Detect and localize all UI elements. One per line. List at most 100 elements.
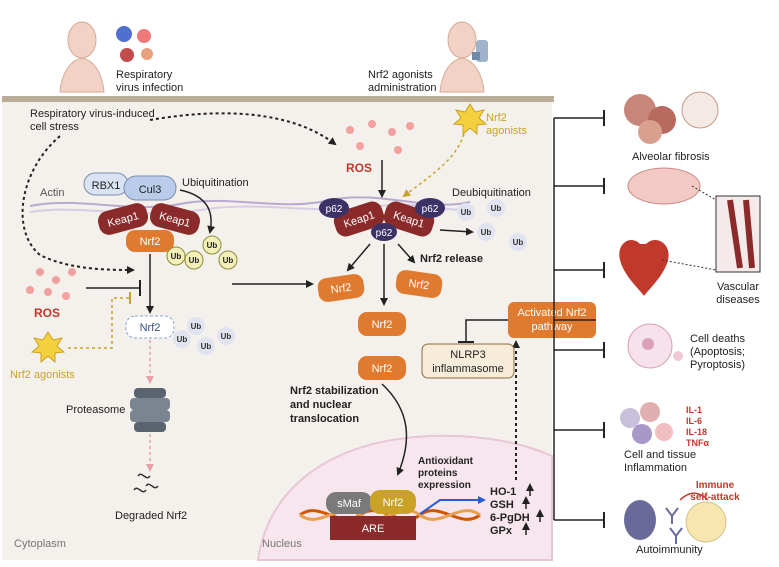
- ros-label-center: ROS: [346, 161, 372, 175]
- nrf2-nuclear: Nrf2: [370, 490, 416, 514]
- svg-text:p62: p62: [376, 228, 393, 239]
- svg-text:Nrf2: Nrf2: [330, 282, 352, 297]
- deubiquitination-arrow: [439, 227, 474, 236]
- rbx1-protein: RBX1: [83, 172, 129, 196]
- translocation-arrow: [381, 383, 408, 476]
- patient-agonist-figure: [439, 21, 485, 93]
- svg-text:ARE: ARE: [362, 523, 385, 535]
- agonist-inhibition-left: [68, 297, 130, 349]
- ros-cluster-left: [26, 268, 76, 300]
- degraded-fragments-icon: [133, 473, 159, 493]
- nrf2-protein-bound: Nrf2: [126, 230, 174, 252]
- immune-attack-icon: [624, 500, 727, 543]
- actin-label: Actin: [40, 187, 64, 199]
- svg-text:Ub: Ub: [177, 335, 188, 344]
- cell-death-label: Cell deaths(Apoptosis;Pyroptosis): [690, 333, 746, 371]
- autoimmunity-label: Autoimmunity: [636, 544, 703, 556]
- svg-text:Ub: Ub: [201, 342, 212, 351]
- proteasome-label: Proteasome: [66, 404, 125, 416]
- svg-text:Ub: Ub: [513, 238, 524, 247]
- ubiquitination-arrow: [179, 189, 216, 234]
- vessel-connector: [661, 185, 717, 271]
- svg-text:Ub: Ub: [491, 204, 502, 213]
- nrf2-translocating: Nrf2: [358, 356, 406, 380]
- svg-text:Cul3: Cul3: [139, 184, 162, 196]
- dna-helix: [299, 509, 481, 521]
- brain-icon: [627, 167, 701, 205]
- smaf-protein: sMaf: [326, 492, 372, 514]
- degraded-label: Degraded Nrf2: [115, 510, 187, 522]
- agonist-starburst-left: [30, 331, 66, 364]
- stress-arrow-to-ros: [149, 112, 337, 146]
- p62-protein-b: p62: [415, 198, 445, 218]
- svg-text:Ub: Ub: [207, 241, 218, 250]
- outcome-bracket: [553, 118, 596, 520]
- inhibition-lines: [554, 110, 605, 528]
- actin-fiber: [29, 196, 471, 209]
- vessel-icon: [715, 195, 761, 273]
- upregulation-arrows: [522, 483, 544, 535]
- cell-membrane: [2, 96, 554, 102]
- svg-text:IL-18: IL-18: [686, 427, 707, 437]
- svg-text:Ub: Ub: [191, 322, 202, 331]
- svg-text:Ub: Ub: [171, 252, 182, 261]
- svg-text:sMaf: sMaf: [337, 498, 362, 510]
- ub-free-center: Ub Ub Ub Ub: [457, 199, 527, 251]
- stress-arrow: [21, 135, 135, 274]
- nrf2-released-b: Nrf2: [395, 270, 443, 298]
- svg-text:Ub: Ub: [221, 332, 232, 341]
- immune-attack-arrow: [679, 492, 709, 501]
- svg-text:RBX1: RBX1: [92, 180, 121, 192]
- ubiquitination-label: Ubiquitination: [182, 177, 249, 189]
- svg-text:Ub: Ub: [223, 256, 234, 265]
- nrf2-released-a: Nrf2: [317, 274, 365, 302]
- p62-protein-a: p62: [319, 198, 349, 218]
- immune-cells-icon: [620, 402, 673, 444]
- release-arrow-right: [397, 243, 416, 264]
- agonist-label-left: Nrf2 agonists: [10, 369, 75, 381]
- svg-text:Nrf2: Nrf2: [408, 278, 430, 293]
- alveoli-icon: [624, 91, 719, 144]
- ros-cluster-center: [346, 120, 414, 154]
- svg-text:Nrf2: Nrf2: [372, 363, 393, 375]
- antibody-icon: [665, 507, 683, 544]
- svg-text:6-PgDH: 6-PgDH: [490, 512, 530, 524]
- svg-text:Nrf2: Nrf2: [140, 236, 161, 248]
- nucleus-label: Nucleus: [262, 538, 302, 550]
- svg-text:GPx: GPx: [490, 525, 513, 537]
- agonist-starburst-center: [452, 103, 488, 136]
- svg-text:p62: p62: [326, 204, 343, 215]
- nrf2-protein-free: Nrf2: [125, 315, 175, 339]
- svg-text:TNFα: TNFα: [686, 438, 709, 448]
- cytokine-list: IL-1 IL-6 IL-18 TNFα: [686, 405, 709, 448]
- deubiquitination-label: Deubiquitination: [452, 187, 531, 199]
- svg-text:Nrf2: Nrf2: [383, 497, 404, 509]
- proteasome-icon: [130, 388, 170, 432]
- transcription-arrow: [419, 496, 486, 515]
- cytoplasm-label: Cytoplasm: [14, 538, 66, 550]
- fibrosis-label: Alveolar fibrosis: [632, 151, 710, 163]
- svg-text:IL-6: IL-6: [686, 416, 702, 426]
- svg-text:Ub: Ub: [461, 208, 472, 217]
- svg-text:p62: p62: [422, 204, 439, 215]
- pathway-inhibits-nlrp3: [465, 319, 508, 342]
- are-element: ARE: [330, 516, 416, 540]
- svg-text:IL-1: IL-1: [686, 405, 702, 415]
- svg-text:HO-1: HO-1: [490, 486, 516, 498]
- ub-free-left: Ub Ub Ub Ub: [173, 317, 235, 355]
- ros-label-left: ROS: [34, 306, 60, 320]
- agonist-to-complex-arrow: [402, 133, 465, 198]
- virus-icon: [116, 26, 153, 62]
- antioxidant-genes: HO-1 GSH 6-PgDH GPx: [490, 486, 530, 537]
- keap1-protein-left-b: Keap1: [149, 203, 201, 235]
